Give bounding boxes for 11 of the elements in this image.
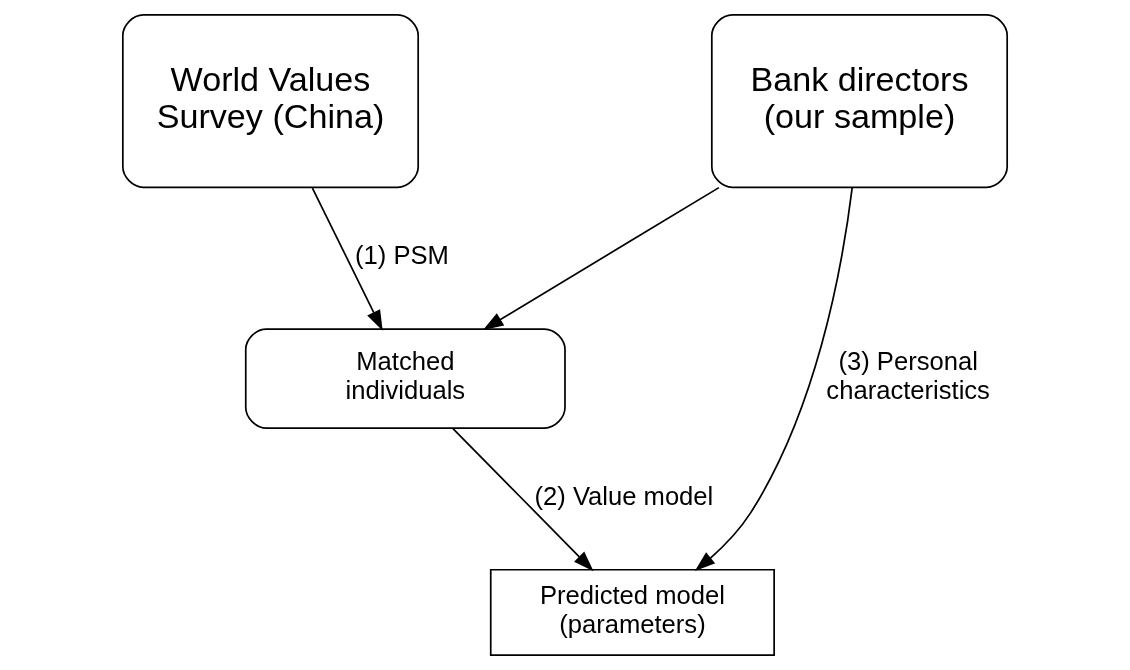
arrow: [482, 186, 720, 330]
node-box: World Values Survey (China): [121, 14, 420, 189]
edge-label: (3) Personal characteristics: [826, 347, 990, 405]
arrow: [311, 187, 383, 331]
node-box: Matched individuals: [244, 328, 566, 429]
edge-label: (1) PSM: [355, 241, 449, 270]
arrow: [694, 186, 854, 571]
edge-label: (2) Value model: [534, 481, 714, 510]
node-box: Bank directors (our sample): [710, 14, 1009, 189]
arrow: [452, 427, 594, 572]
node-box: Predicted model (parameters): [489, 568, 775, 656]
